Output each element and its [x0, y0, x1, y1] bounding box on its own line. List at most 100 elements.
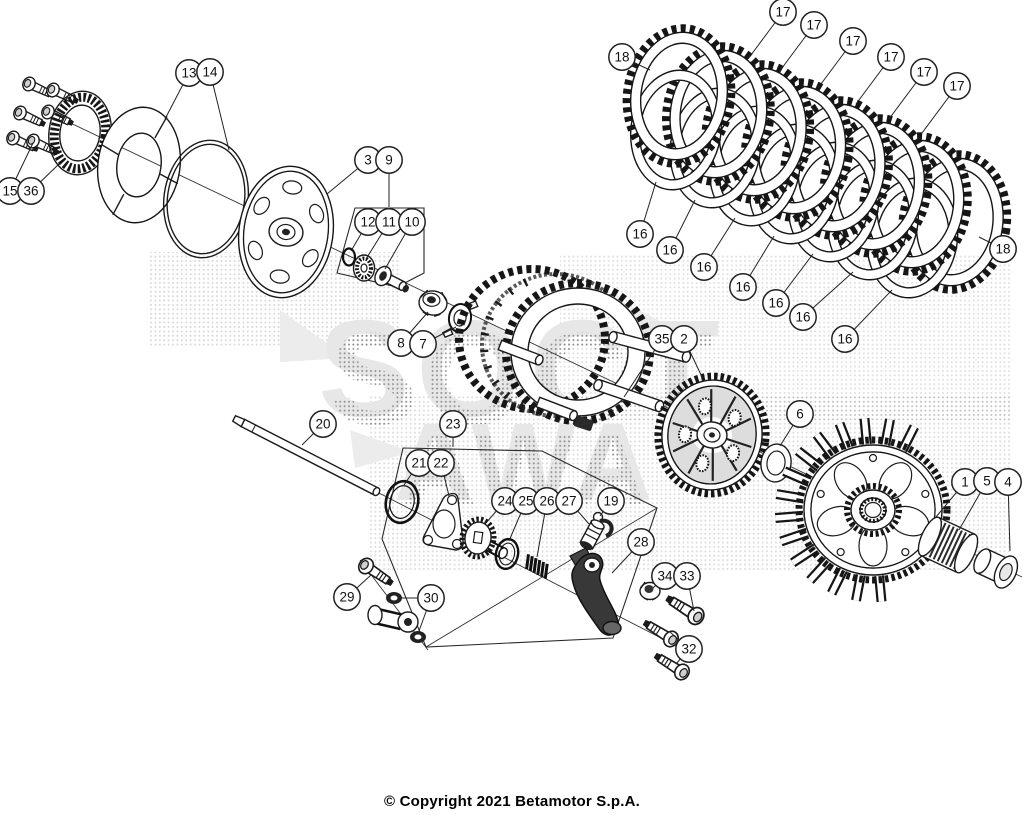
- gasket-22: [422, 492, 464, 551]
- callout-14: 14: [196, 58, 224, 86]
- push-rod-20: [231, 414, 381, 497]
- friction-plate-18: [622, 24, 736, 168]
- gear-24: [459, 516, 509, 560]
- callout-28: 28: [627, 528, 655, 556]
- svg-text:16: 16: [795, 310, 810, 325]
- svg-text:16: 16: [696, 260, 711, 275]
- svg-text:21: 21: [411, 456, 426, 471]
- callout-3: 3: [354, 146, 382, 174]
- copyright-text: © Copyright 2021 Betamotor S.p.A.: [383, 793, 641, 810]
- svg-text:36: 36: [23, 184, 38, 199]
- svg-text:16: 16: [735, 280, 750, 295]
- release-lever-28: [569, 547, 622, 636]
- svg-text:22: 22: [433, 456, 448, 471]
- callout-17: 17: [800, 11, 828, 39]
- callout-17: 17: [910, 58, 938, 86]
- svg-text:12: 12: [360, 215, 375, 230]
- callout-16: 16: [762, 289, 790, 317]
- callout-16: 16: [690, 253, 718, 281]
- sleeve-pins-35: [497, 330, 692, 422]
- svg-text:17: 17: [883, 50, 898, 65]
- callout-23: 23: [439, 410, 467, 438]
- svg-text:9: 9: [385, 153, 393, 168]
- callout-36: 36: [17, 177, 45, 205]
- svg-text:18: 18: [614, 50, 629, 65]
- oring-12: [341, 247, 357, 267]
- callout-7: 7: [409, 330, 437, 358]
- callout-16: 16: [626, 220, 654, 248]
- svg-text:35: 35: [654, 332, 669, 347]
- washer-6: [760, 443, 792, 483]
- callout-18: 18: [608, 43, 636, 71]
- callout-16: 16: [656, 236, 684, 264]
- svg-text:13: 13: [181, 66, 196, 81]
- callout-15: 15: [0, 177, 24, 205]
- svg-text:5: 5: [983, 474, 991, 489]
- svg-text:14: 14: [202, 65, 218, 80]
- svg-text:23: 23: [445, 417, 460, 432]
- svg-text:6: 6: [796, 407, 804, 422]
- shaft-10: [374, 265, 409, 293]
- callout-21: 21: [405, 449, 433, 477]
- callout-34: 34: [651, 562, 679, 590]
- callout-13: 13: [175, 59, 203, 87]
- callout-12: 12: [354, 208, 382, 236]
- hub-nut-8: [418, 289, 448, 317]
- svg-text:29: 29: [339, 590, 354, 605]
- svg-text:17: 17: [949, 79, 964, 94]
- callout-27: 27: [555, 487, 583, 515]
- svg-text:17: 17: [916, 65, 931, 80]
- svg-text:24: 24: [497, 494, 513, 509]
- callout-16: 16: [729, 273, 757, 301]
- actuator-piston-27: [579, 511, 614, 551]
- callout-32: 32: [675, 635, 703, 663]
- svg-text:16: 16: [662, 243, 677, 258]
- svg-text:27: 27: [561, 494, 576, 509]
- svg-text:18: 18: [995, 242, 1010, 257]
- svg-text:17: 17: [775, 5, 790, 20]
- banjo-fitting-30: [367, 592, 426, 643]
- svg-text:28: 28: [633, 535, 648, 550]
- callout-29: 29: [333, 583, 361, 611]
- callout-20: 20: [309, 410, 337, 438]
- svg-text:16: 16: [768, 296, 783, 311]
- svg-text:26: 26: [539, 494, 554, 509]
- clutch-plate-stack: [622, 24, 1012, 299]
- spring-26: [525, 554, 549, 579]
- svg-text:7: 7: [419, 337, 427, 352]
- clutch-basket-1: [774, 417, 951, 603]
- svg-text:20: 20: [315, 417, 330, 432]
- svg-text:19: 19: [603, 494, 618, 509]
- callout-25: 25: [512, 487, 540, 515]
- svg-text:17: 17: [845, 34, 860, 49]
- clutch-center-2: [654, 372, 770, 498]
- group-brackets: [336, 207, 658, 648]
- callout-6: 6: [786, 400, 814, 428]
- svg-text:17: 17: [806, 18, 821, 33]
- callout-17: 17: [839, 27, 867, 55]
- needle-bearing-5: [917, 516, 979, 574]
- callout-22: 22: [427, 449, 455, 477]
- svg-text:30: 30: [423, 591, 438, 606]
- callout-17: 17: [877, 43, 905, 71]
- callout-4: 4: [994, 468, 1022, 496]
- callout-26: 26: [533, 487, 561, 515]
- callout-19: 19: [597, 487, 625, 515]
- callout-17: 17: [769, 0, 797, 26]
- callout-33: 33: [673, 562, 701, 590]
- callout-10: 10: [398, 208, 426, 236]
- svg-text:10: 10: [404, 215, 419, 230]
- bolt-33: [661, 589, 708, 629]
- pressure-plate-bolts-15: [3, 74, 82, 160]
- svg-text:2: 2: [680, 332, 688, 347]
- pressure-plate-3: [237, 165, 335, 299]
- group-9-outline: [336, 207, 425, 288]
- svg-text:4: 4: [1004, 475, 1012, 490]
- callout-16: 16: [789, 303, 817, 331]
- callout-1: 1: [951, 468, 979, 496]
- callout-2: 2: [670, 325, 698, 353]
- callout-18: 18: [989, 235, 1017, 263]
